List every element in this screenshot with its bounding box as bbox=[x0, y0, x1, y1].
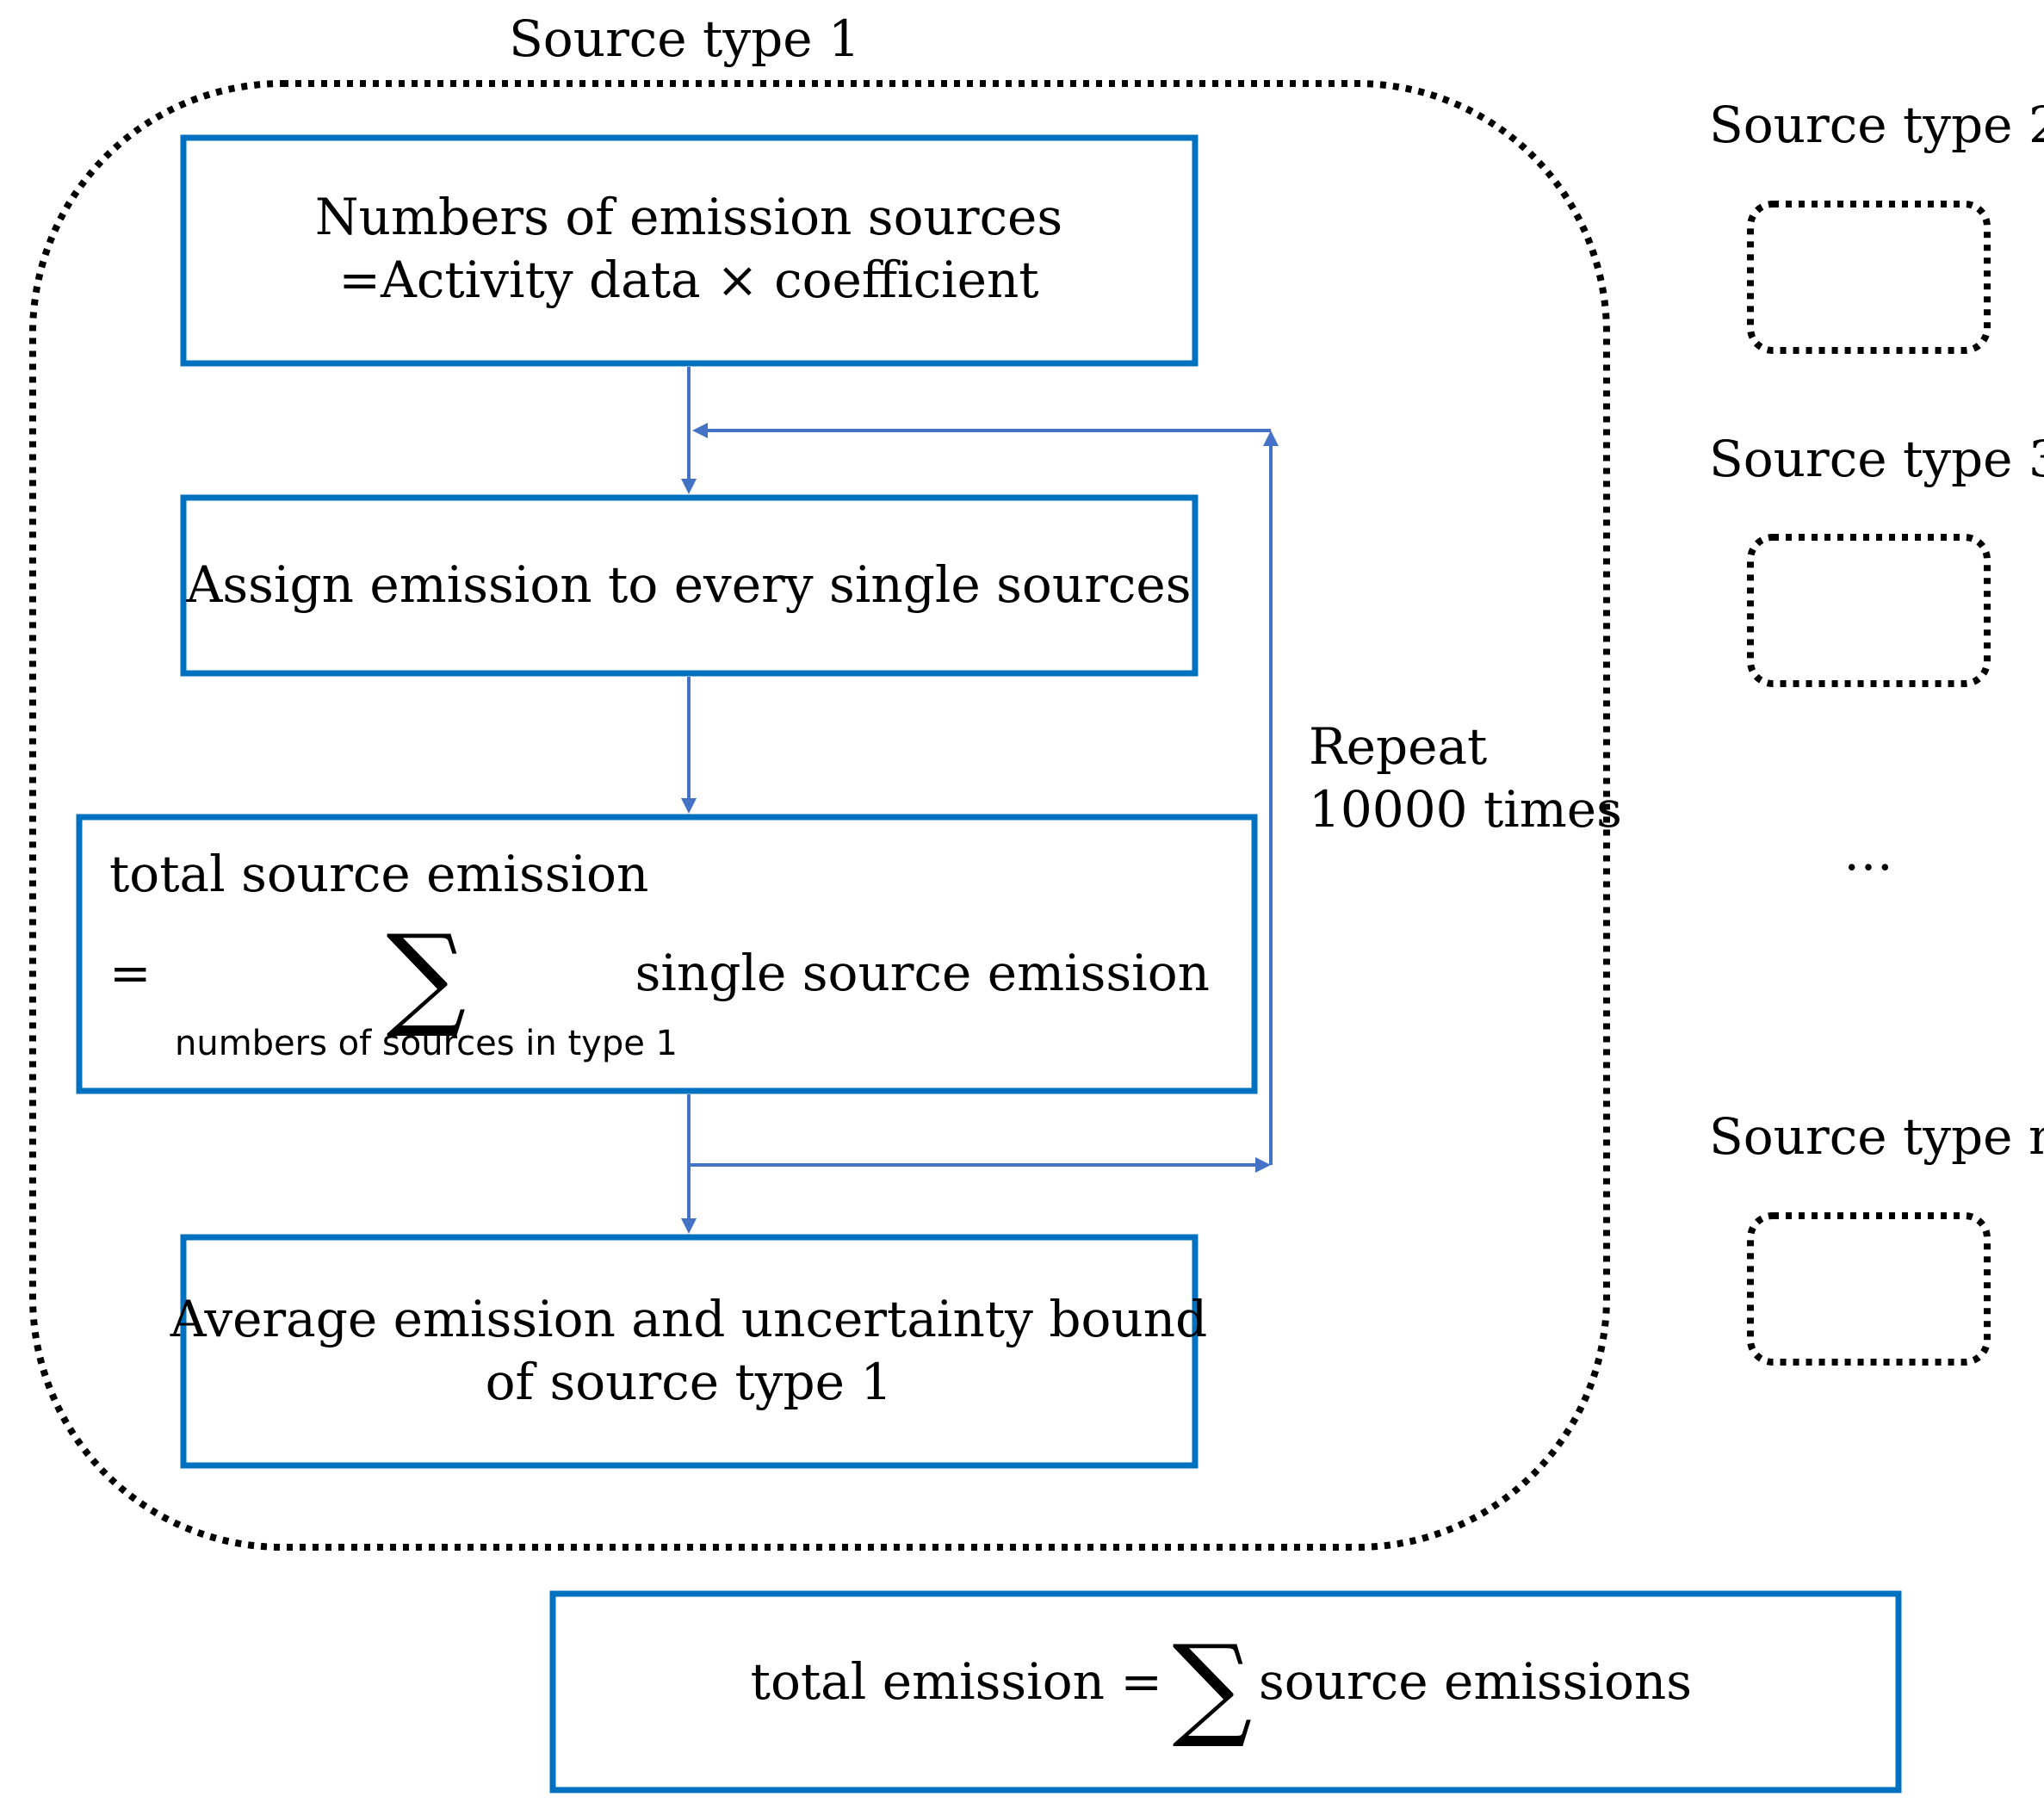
source-type-3-box bbox=[1747, 534, 1991, 687]
source-type-1-label: Source type 1 bbox=[509, 9, 860, 68]
source-type-n-box bbox=[1747, 1212, 1991, 1366]
source-type-2-label: Source type 2 bbox=[1709, 96, 2044, 154]
box-total-source-emission: total source emission = ∑ numbers of sou… bbox=[76, 814, 1258, 1094]
total-right-text: source emissions bbox=[1259, 1652, 1692, 1711]
total-left-text: total emission = bbox=[751, 1652, 1162, 1711]
flow-arrows bbox=[681, 367, 697, 1234]
source-type-1-container bbox=[29, 80, 1610, 1551]
box4-line2: of source type 1 bbox=[486, 1353, 893, 1411]
source-type-2-box bbox=[1747, 201, 1991, 354]
box3-term: single source emission bbox=[635, 944, 1210, 1002]
box-total-emission: total emission = ∑ source emissions bbox=[549, 1590, 1902, 1793]
repeat-label-line1: Repeat bbox=[1309, 717, 1487, 776]
repeat-label-line2: 10000 times bbox=[1309, 780, 1622, 839]
ellipsis: … bbox=[1843, 823, 1893, 882]
box1-line2: =Activity data × coefficient bbox=[338, 251, 1038, 309]
box2-text: Assign emission to every single sources bbox=[186, 555, 1192, 614]
box3-line1: total source emission bbox=[109, 845, 648, 903]
box4-line1: Average emission and uncertainty bound bbox=[170, 1290, 1207, 1348]
source-type-3-label: Source type 3 bbox=[1709, 430, 2044, 488]
box3-equals: = bbox=[109, 944, 152, 1002]
source-type-n-label: Source type n bbox=[1709, 1107, 2044, 1166]
box1-line1: Numbers of emission sources bbox=[315, 188, 1062, 246]
box-assign-emission: Assign emission to every single sources bbox=[180, 494, 1199, 677]
repeat-loop-arrow bbox=[689, 423, 1279, 1173]
box3-subscript: numbers of sources in type 1 bbox=[175, 1024, 678, 1063]
total-sum-symbol: ∑ bbox=[1173, 1620, 1253, 1751]
box3-sum-symbol: ∑ bbox=[387, 910, 467, 1041]
box-emission-source-count: Numbers of emission sources =Activity da… bbox=[180, 134, 1199, 367]
box-average-emission: Average emission and uncertainty bound o… bbox=[170, 1234, 1207, 1469]
